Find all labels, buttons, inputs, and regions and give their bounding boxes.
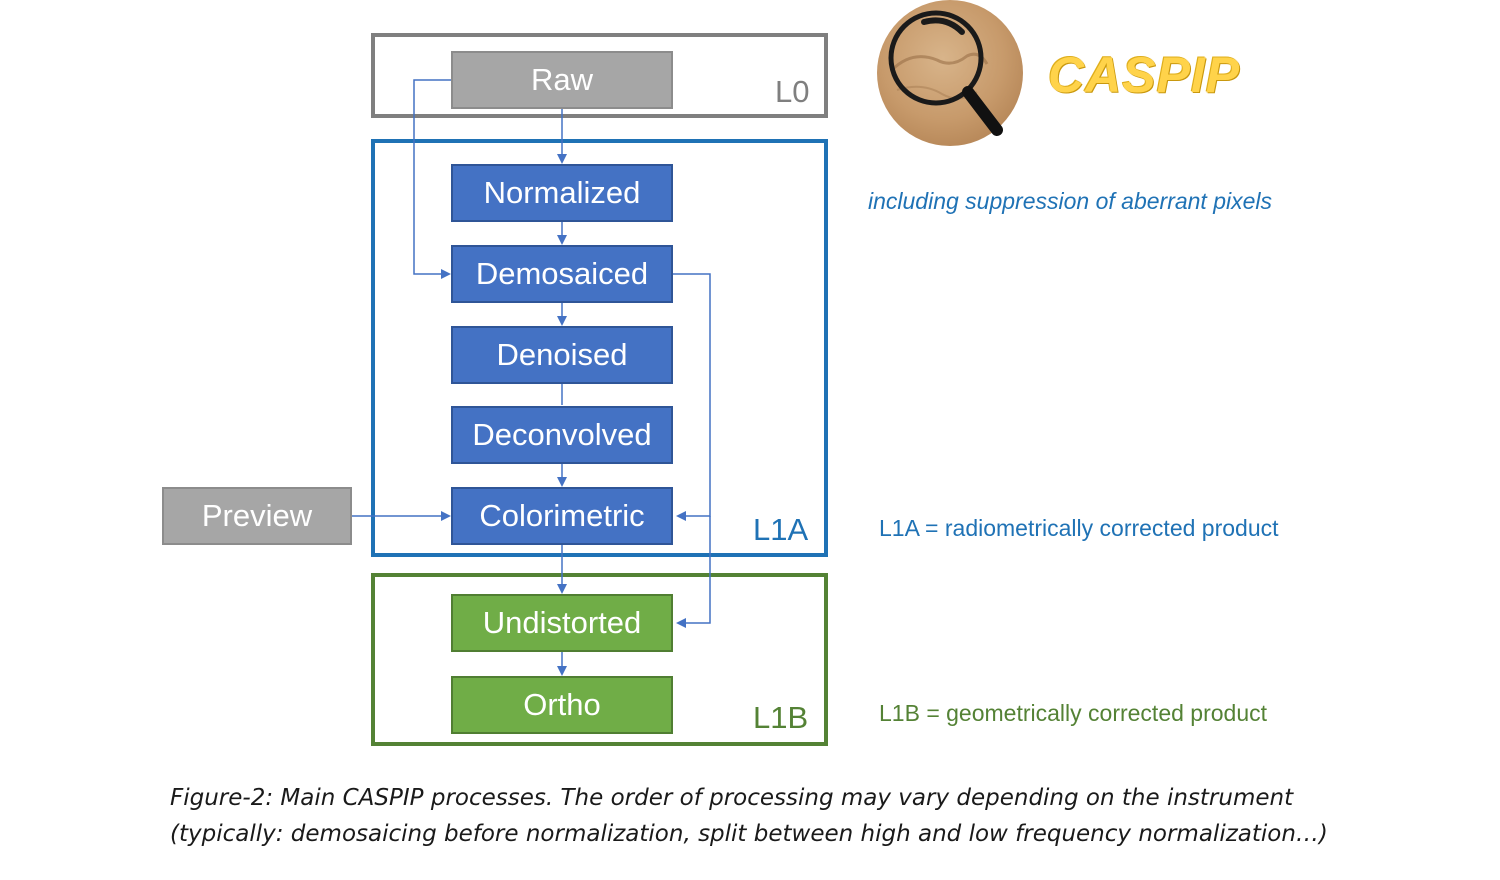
node-undistorted: Undistorted	[451, 594, 673, 652]
node-demosaiced: Demosaiced	[451, 245, 673, 303]
arrow-demosaiced-colorimetric	[673, 273, 711, 521]
note-l1b: L1B = geometrically corrected product	[879, 700, 1268, 726]
level-l1b-label: L1B	[753, 700, 809, 735]
node-denoised: Denoised	[451, 326, 673, 384]
note-aberrant-pixels: including suppression of aberrant pixels	[868, 188, 1273, 214]
level-l0-label: L0	[775, 74, 810, 109]
arrow-raw-demosaiced	[413, 79, 451, 279]
note-l1a: L1A = radiometrically corrected product	[879, 515, 1279, 541]
level-l0-frame	[371, 33, 828, 118]
caspip-logo-text: CASPIP	[1048, 47, 1241, 103]
node-normalized: Normalized	[451, 164, 673, 222]
caption-line-1: Figure-2: Main CASPIP processes. The ord…	[170, 785, 1294, 811]
node-colorimetric: Colorimetric	[451, 487, 673, 545]
level-l1b-frame	[371, 573, 828, 746]
node-deconvolved: Deconvolved	[451, 406, 673, 464]
magnifier-logo-icon	[877, 0, 1023, 146]
level-l1a-frame	[371, 139, 828, 557]
level-l1a-label: L1A	[753, 512, 809, 547]
node-raw: Raw	[451, 51, 673, 109]
node-ortho: Ortho	[451, 676, 673, 734]
arrow-demosaiced-undistorted	[676, 516, 711, 628]
caption-line-2: (typically: demosaicing before normaliza…	[170, 821, 1328, 847]
figure-caption: Figure-2: Main CASPIP processes. The ord…	[170, 780, 1450, 852]
node-preview: Preview	[162, 487, 352, 545]
